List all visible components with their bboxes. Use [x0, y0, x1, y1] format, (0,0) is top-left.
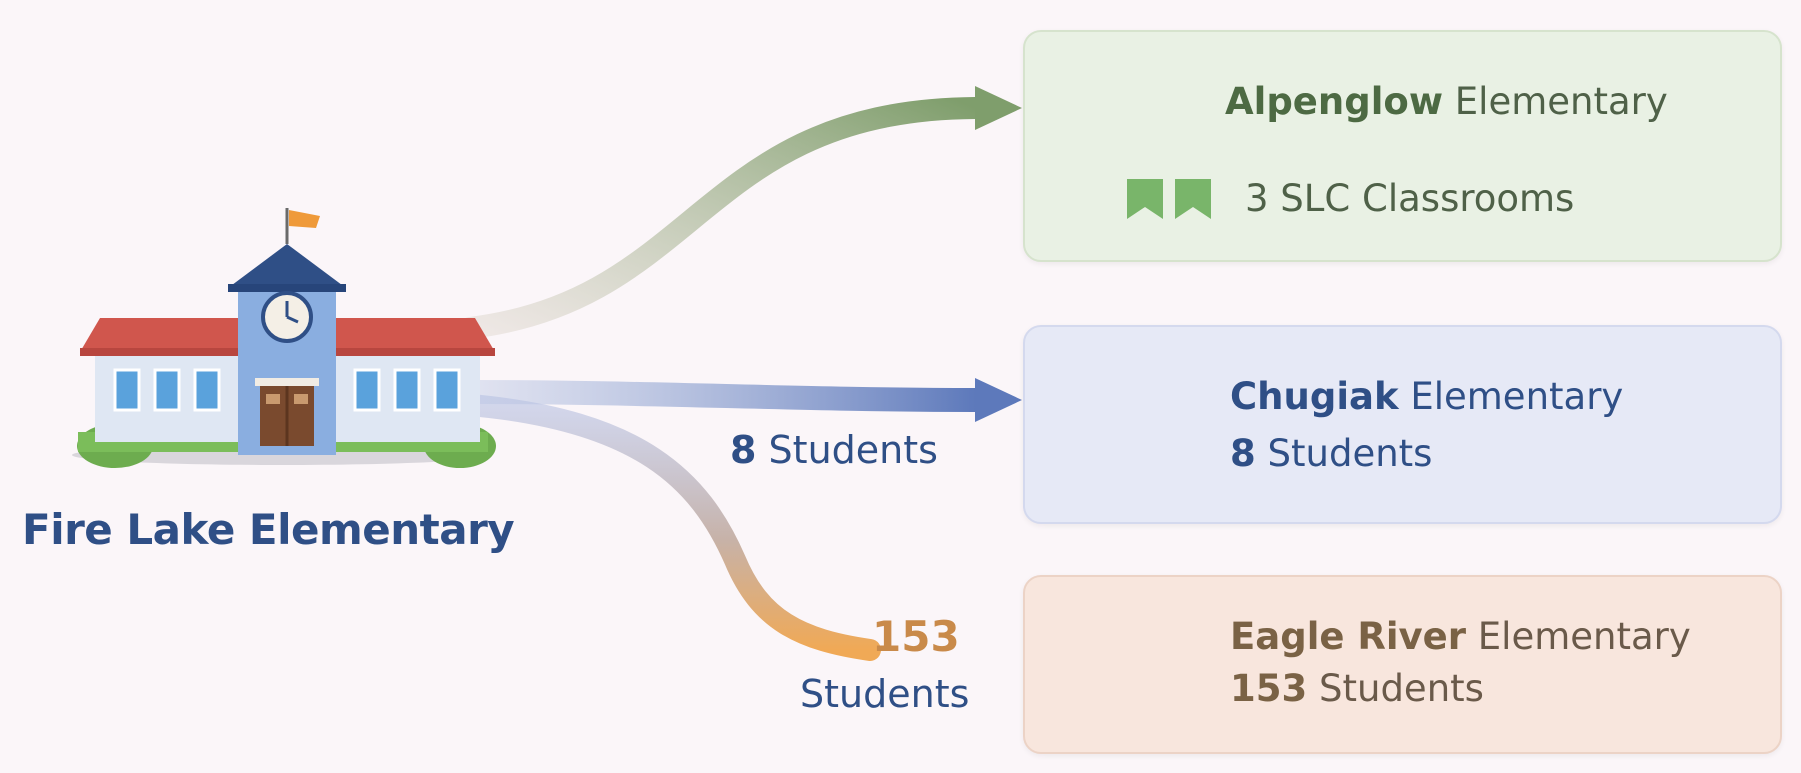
alpenglow-card: Alpenglow Elementary 3 SLC Classrooms: [1023, 30, 1782, 262]
chugiak-type: Elementary: [1410, 375, 1624, 418]
eagle-river-count: 153: [1230, 667, 1308, 710]
school-building-icon: [72, 208, 496, 468]
chugiak-flow-count: 8: [730, 428, 757, 472]
flow-to-eagle-river: [459, 394, 881, 661]
chugiak-card: Chugiak Elementary 8 Students: [1023, 325, 1782, 524]
chugiak-count-line: 8 Students: [1230, 432, 1432, 475]
flow-to-chugiak: [458, 380, 987, 412]
chugiak-flow-label: 8 Students: [730, 428, 938, 472]
chugiak-name: Chugiak: [1230, 375, 1399, 418]
eagle-river-unit: Students: [1319, 667, 1484, 710]
arrowhead-chugiak: [975, 378, 1022, 422]
eagle-river-type: Elementary: [1477, 615, 1691, 658]
eagle-river-name: Eagle River: [1230, 615, 1467, 658]
eagle-river-card: Eagle River Elementary 153 Students: [1023, 575, 1782, 754]
chugiak-unit: Students: [1267, 432, 1433, 475]
alpenglow-detail: 3 SLC Classrooms: [1245, 177, 1575, 220]
alpenglow-type: Elementary: [1454, 80, 1668, 123]
alpenglow-name: Alpenglow: [1225, 80, 1444, 123]
alpenglow-title: Alpenglow Elementary: [1225, 80, 1668, 123]
arrowhead-alpenglow: [975, 86, 1022, 130]
chugiak-count: 8: [1230, 432, 1256, 475]
eagle-flow-unit: Students: [800, 672, 970, 716]
source-school-name: Fire Lake Elementary: [22, 505, 515, 554]
eagle-river-title: Eagle River Elementary: [1230, 615, 1691, 658]
chugiak-flow-unit: Students: [768, 428, 938, 472]
eagle-flow-count: 153: [872, 612, 960, 661]
chugiak-title: Chugiak Elementary: [1230, 375, 1623, 418]
bookmark-icon: [1127, 179, 1211, 219]
flow-to-alpenglow: [459, 97, 986, 339]
eagle-river-count-line: 153 Students: [1230, 667, 1484, 710]
